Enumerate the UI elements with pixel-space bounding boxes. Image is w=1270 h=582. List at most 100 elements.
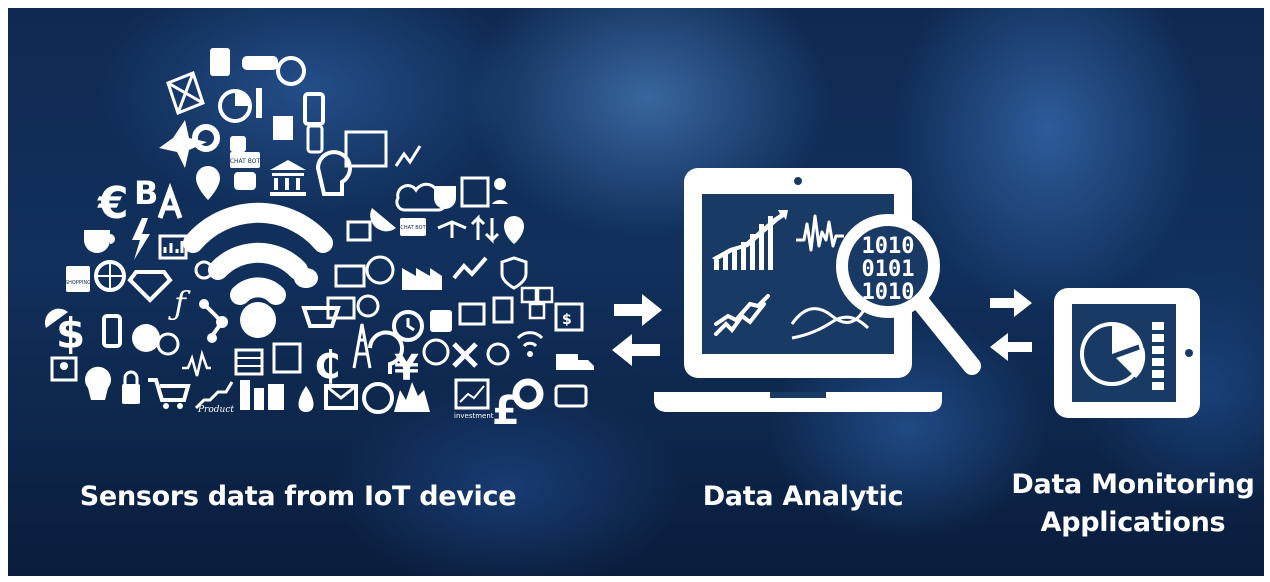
lightbulb-icon	[85, 366, 111, 404]
tools-icon	[452, 342, 478, 368]
cart-icon	[148, 378, 191, 402]
coffee-mug-icon	[434, 186, 456, 209]
bitcoin-icon: B	[134, 174, 158, 212]
gear-large-icon	[512, 378, 544, 410]
arrow-right-2-icon	[990, 289, 1032, 317]
cpu-chip-icon	[554, 302, 584, 332]
molecule-node-3	[207, 333, 217, 343]
chat-bot-2-label: CHAT BOT	[400, 225, 426, 231]
yen-icon: ¥	[394, 348, 419, 389]
tablet-icon	[303, 92, 325, 126]
globe-icon	[276, 56, 306, 86]
shopping-label: SHOPPING	[65, 280, 91, 286]
laptop-camera-icon	[794, 177, 802, 185]
piggy-bank-icon	[294, 268, 318, 288]
card-wave-icon	[96, 262, 124, 290]
server-lines	[236, 357, 262, 367]
euro-icon: €	[97, 178, 129, 229]
chart-board-icon	[158, 234, 188, 260]
diagram-background: CHAT BOT € B $ ƒ ₵ ¥ £ SHOPPING	[8, 8, 1264, 576]
network-nodes-icon	[437, 220, 467, 238]
laptop-notch	[770, 392, 826, 398]
network-icon	[166, 71, 205, 115]
transmission-tower-icon	[352, 323, 372, 369]
franc-icon: ƒ	[168, 284, 191, 322]
wifi-small-dot	[527, 351, 533, 357]
wifi-small-icon	[516, 331, 544, 348]
envelope-icon	[326, 296, 356, 320]
padlock-shackle-icon	[123, 370, 139, 384]
phone-card-icon	[210, 48, 230, 76]
caption-sensors: Sensors data from IoT device	[79, 481, 517, 512]
magnifier-handle	[913, 295, 981, 375]
investment-line	[459, 385, 485, 403]
iot-diagram: CHAT BOT € B $ ƒ ₵ ¥ £ SHOPPING	[44, 48, 1200, 434]
caption-monitoring-line1: Data Monitoring	[1011, 469, 1255, 500]
tablet-home-button	[1185, 349, 1193, 357]
map-pin-icon	[504, 216, 524, 244]
exchange-arrows-right	[990, 289, 1032, 361]
presentation-icon	[346, 220, 372, 242]
monitor-icon	[334, 264, 366, 288]
shopping-bag-icon	[66, 266, 90, 292]
globe-small-icon	[422, 338, 450, 366]
investment-label: investment	[454, 412, 494, 420]
arrow-right-icon	[614, 294, 662, 326]
dollar-doc-icon	[273, 116, 293, 140]
bank-icon	[270, 160, 306, 196]
fan-icon	[159, 120, 207, 168]
chat-bot-bubble-icon	[230, 152, 260, 168]
caption-monitoring-line2: Applications	[1040, 507, 1226, 538]
person-frame-icon	[50, 356, 78, 382]
wifi-dot-icon	[240, 302, 276, 338]
server-icon	[234, 348, 264, 376]
mobile-phone-icon	[102, 314, 122, 348]
shield-icon	[500, 256, 528, 290]
robot-icon	[230, 136, 246, 152]
magnifier-icon: 1010 0101 1010	[836, 214, 981, 375]
chart-bars-icon	[163, 241, 184, 253]
chat-bot-2-icon	[400, 218, 426, 236]
caption-analytic: Data Analytic	[702, 481, 904, 512]
investment-chart-icon	[454, 378, 490, 410]
buildings-icon	[240, 380, 284, 410]
bar-chart-growth-icon	[712, 210, 788, 270]
pie-chart-slice-1	[1112, 324, 1140, 354]
clock-hands	[406, 318, 415, 332]
chat-bubble-2-icon	[156, 332, 180, 356]
door-icon	[272, 342, 302, 374]
satellite-icon	[44, 308, 68, 336]
arrow-left-2-icon	[990, 333, 1032, 361]
gear-icon	[192, 124, 220, 152]
binary-row-1: 1010	[862, 234, 915, 259]
delivery-truck-icon	[556, 354, 594, 370]
molecule-node-2	[216, 316, 228, 328]
user-group-icon	[492, 178, 508, 204]
people-icon	[486, 342, 510, 366]
tablet-device-icon	[1054, 288, 1200, 418]
pie-chart-slice-2	[1116, 348, 1146, 378]
diamond-icon	[127, 270, 173, 303]
curve-lines-icon	[790, 301, 870, 340]
line-graph-icon	[394, 145, 422, 167]
network-globe-icon	[356, 294, 380, 318]
iot-icon-cloud: CHAT BOT € B $ ƒ ₵ ¥ £ SHOPPING	[44, 48, 594, 434]
people-board-icon	[460, 176, 490, 208]
robot-head-icon	[234, 172, 256, 190]
binary-row-2: 0101	[862, 257, 915, 282]
city-skyline-icon	[394, 382, 430, 412]
trend-arrow-icon	[452, 256, 488, 280]
water-drop-icon	[298, 386, 314, 412]
arrow-a-icon	[157, 182, 183, 219]
cedi-icon: ₵	[314, 343, 340, 387]
car-icon	[242, 56, 278, 70]
wifi-icon	[183, 202, 333, 305]
factory-icon	[402, 268, 442, 290]
price-tag-icon	[430, 310, 452, 332]
mail-flap	[325, 384, 357, 400]
chat-bot-label: CHAT BOT	[230, 158, 261, 165]
cart-wheel-1	[163, 403, 169, 409]
cubes-icon	[520, 286, 554, 320]
satellite-dish-icon	[370, 208, 396, 232]
laptop-base	[654, 392, 942, 412]
